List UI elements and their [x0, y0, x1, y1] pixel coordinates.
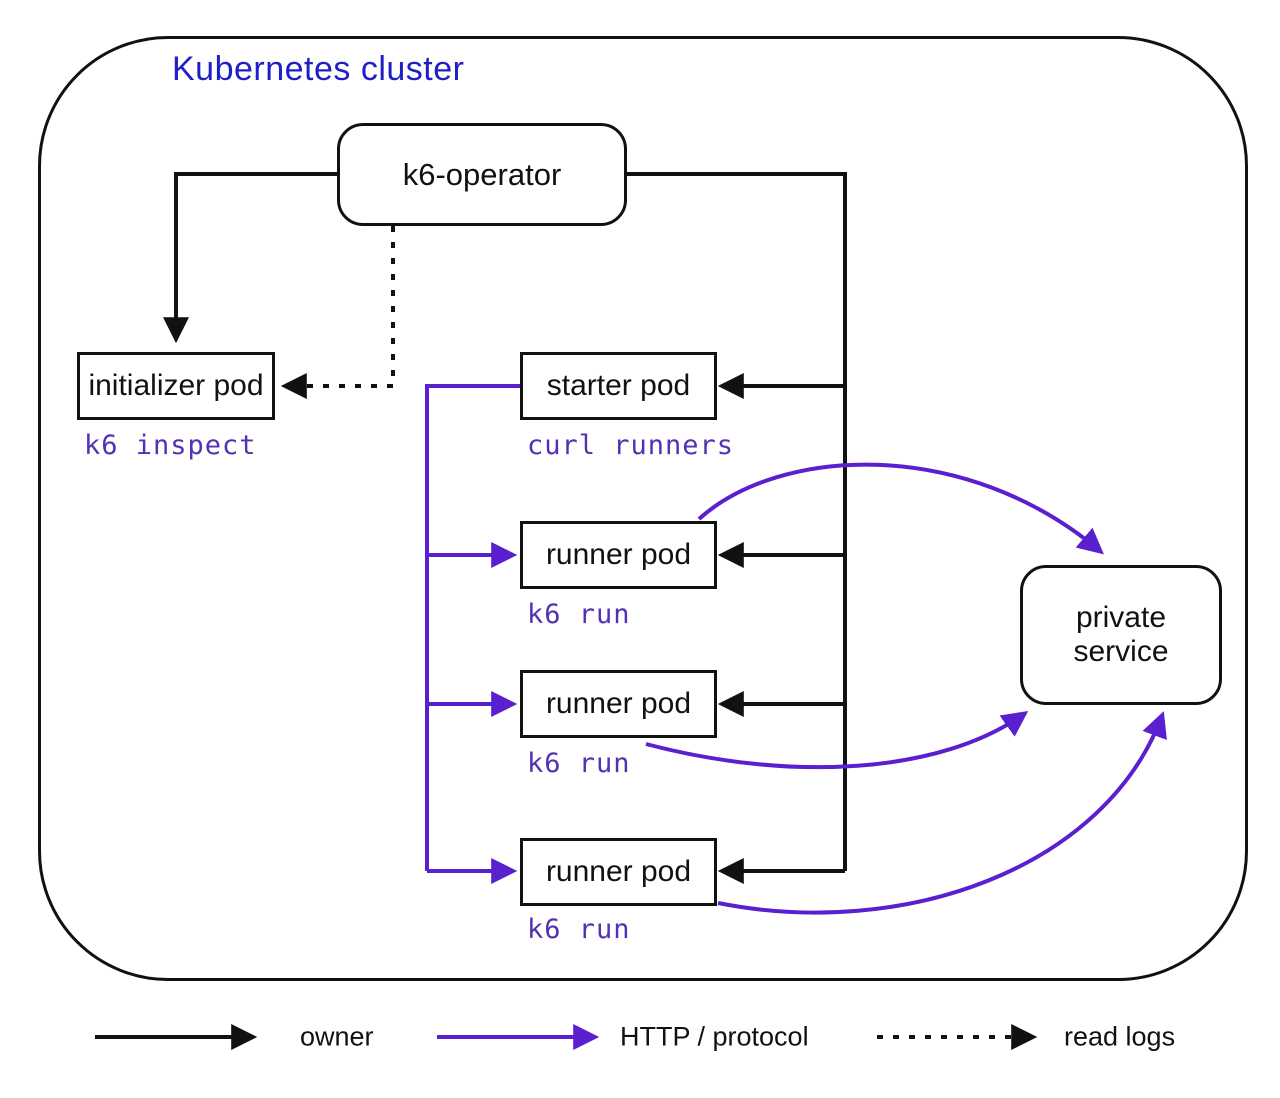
node-runner-pod-3-label: runner pod	[545, 854, 692, 888]
node-runner-pod-1-label: runner pod	[545, 537, 692, 571]
command-k6-run-3: k6 run	[527, 914, 631, 945]
legend-owner-label: owner	[300, 1021, 374, 1052]
kubernetes-cluster-boundary	[38, 36, 1248, 981]
command-curl-runners: curl runners	[527, 430, 735, 461]
legend-http-label: HTTP / protocol	[620, 1021, 809, 1052]
cluster-title: Kubernetes cluster	[172, 50, 465, 88]
node-runner-pod-3: runner pod	[520, 838, 717, 906]
command-k6-run-2: k6 run	[527, 748, 631, 779]
node-starter-pod: starter pod	[520, 352, 717, 420]
node-initializer-pod-label: initializer pod	[88, 368, 264, 402]
node-k6-operator-label: k6-operator	[402, 156, 562, 192]
node-k6-operator: k6-operator	[337, 123, 627, 226]
node-runner-pod-2-label: runner pod	[545, 686, 692, 720]
command-k6-run-1: k6 run	[527, 599, 631, 630]
node-private-service-label: private service	[1073, 600, 1169, 669]
node-private-service: private service	[1020, 565, 1222, 705]
node-runner-pod-2: runner pod	[520, 670, 717, 738]
node-starter-pod-label: starter pod	[546, 368, 691, 402]
legend-readlogs-label: read logs	[1064, 1021, 1176, 1052]
command-k6-inspect: k6 inspect	[84, 430, 257, 461]
node-runner-pod-1: runner pod	[520, 521, 717, 589]
node-initializer-pod: initializer pod	[77, 352, 275, 420]
